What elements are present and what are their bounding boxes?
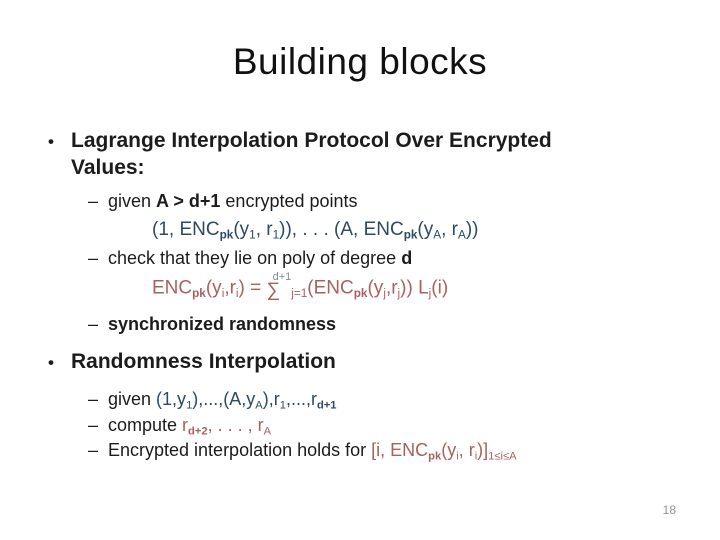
bullet-text: given A > d+1 encrypted points <box>108 191 358 212</box>
sub-bullet-item: –given (1,y1),...,(A,yA),r1,...,rd+1 <box>0 388 720 411</box>
bullet-text: synchronized randomness <box>108 313 337 334</box>
bullet-text: given (1,y1),...,(A,yA),r1,...,rd+1 <box>108 389 337 412</box>
bullet-marker: – <box>88 389 99 410</box>
bullet-marker: • <box>48 132 54 152</box>
bullet-marker: – <box>88 414 99 435</box>
sub-bullet-item: –Encrypted interpolation holds for [i, E… <box>0 439 720 462</box>
formula-line: (1, ENCpk(y1, r1)), . . . (A, ENCpk(yA, … <box>0 219 720 242</box>
bullet-marker: – <box>88 313 99 334</box>
sub-bullet-item: –compute rd+2, . . . , rA <box>0 414 720 437</box>
bullet-text: compute rd+2, . . . , rA <box>108 414 272 437</box>
bullet-text: Randomness Interpolation <box>71 350 336 374</box>
sigma-sum: d+1∑ <box>266 270 292 302</box>
bullet-marker: – <box>88 440 99 461</box>
formula-line: ENCpk(yi,ri) = d+1∑j=1(ENCpk(yj,rj)) Lj(… <box>0 270 720 302</box>
bullet-text: Encrypted interpolation holds for [i, EN… <box>108 440 517 463</box>
page-number: 18 <box>662 503 676 517</box>
bullet-text: check that they lie on poly of degree d <box>108 248 413 269</box>
bullet-marker: • <box>48 353 54 373</box>
bullet-item: • Randomness Interpolation <box>0 349 720 376</box>
bullet-text: (1, ENCpk(y1, r1)), . . . (A, ENCpk(yA, … <box>152 218 479 242</box>
bullet-text: ENCpk(yi,ri) = d+1∑j=1(ENCpk(yj,rj)) Lj(… <box>152 270 449 302</box>
bullet-item: • Lagrange Interpolation Protocol Over En… <box>0 128 720 182</box>
slide-body: • Lagrange Interpolation Protocol Over En… <box>0 128 720 462</box>
slide-title: Building blocks <box>232 41 488 82</box>
sub-bullet-item: –synchronized randomness <box>0 313 720 336</box>
bullet-marker: – <box>88 248 99 269</box>
bullet-text: Lagrange Interpolation Protocol Over Enc… <box>71 129 552 180</box>
bullet-marker: – <box>88 191 99 212</box>
sub-bullet-item: –check that they lie on poly of degree d <box>0 247 720 270</box>
sub-bullet-item: –given A > d+1 encrypted points <box>0 190 720 213</box>
